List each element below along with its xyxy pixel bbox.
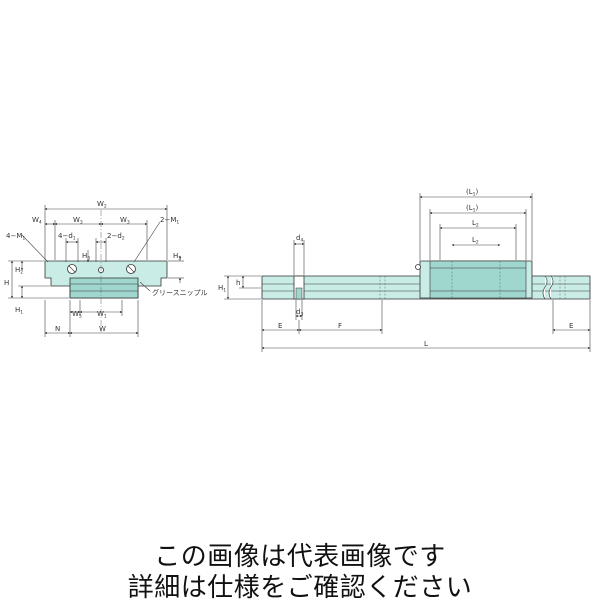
label-w4: W4 [32,216,42,226]
side-view-dimensions [224,193,591,352]
label-h3-right: H3 [173,252,181,262]
label-4-d1: 4−d1 [58,232,76,242]
rail-section [69,277,139,299]
label-l1-inner: (L1) [466,204,479,214]
side-view [261,260,591,300]
side-view-labels: (L1) (L1) L2 L2 d4 d3 H1 h E F E L [218,188,573,348]
label-h-small: h [236,279,240,287]
label-w3-right: W3 [120,216,130,226]
label-f: F [338,322,342,330]
representative-image-notice: この画像は代表画像です [154,542,446,572]
label-n: N [55,325,60,333]
label-grease-nipple: グリースニップル [152,288,208,297]
label-e-right: E [569,322,573,330]
label-e-left: E [278,322,282,330]
label-w3-left: W3 [73,216,83,226]
label-h2: H2 [15,266,23,276]
label-w1: W1 [97,310,107,320]
label-l1-outer: (L1) [466,188,479,198]
label-w: W [99,325,106,333]
label-l-total: L [424,340,428,348]
label-2-m1: 2−M1 [160,216,179,226]
side-view-hidden-lines [379,261,566,299]
label-d3: d3 [296,308,303,318]
label-h: H [4,279,9,287]
label-h1: H1 [15,306,23,316]
label-2-d2: 2−d2 [107,232,125,242]
label-4-m1: 4−M1 [6,232,25,242]
label-l2-upper: L2 [472,219,479,229]
label-l2-lower: L2 [472,236,479,246]
label-w5: W5 [72,310,82,320]
cross-section-labels: W2 W4 W3 W3 2−M1 4−M1 4−d1 2−d2 H2 H3 H3… [4,200,208,333]
label-h1-side: H1 [218,284,226,294]
label-w2: W2 [97,200,107,210]
cross-section-dimensions [8,205,184,337]
label-d4: d4 [296,234,303,244]
cross-section-view [44,210,168,332]
label-h3-centre: H3 [82,252,90,262]
see-specifications-notice: 詳細は仕様をご確認ください [127,573,473,603]
